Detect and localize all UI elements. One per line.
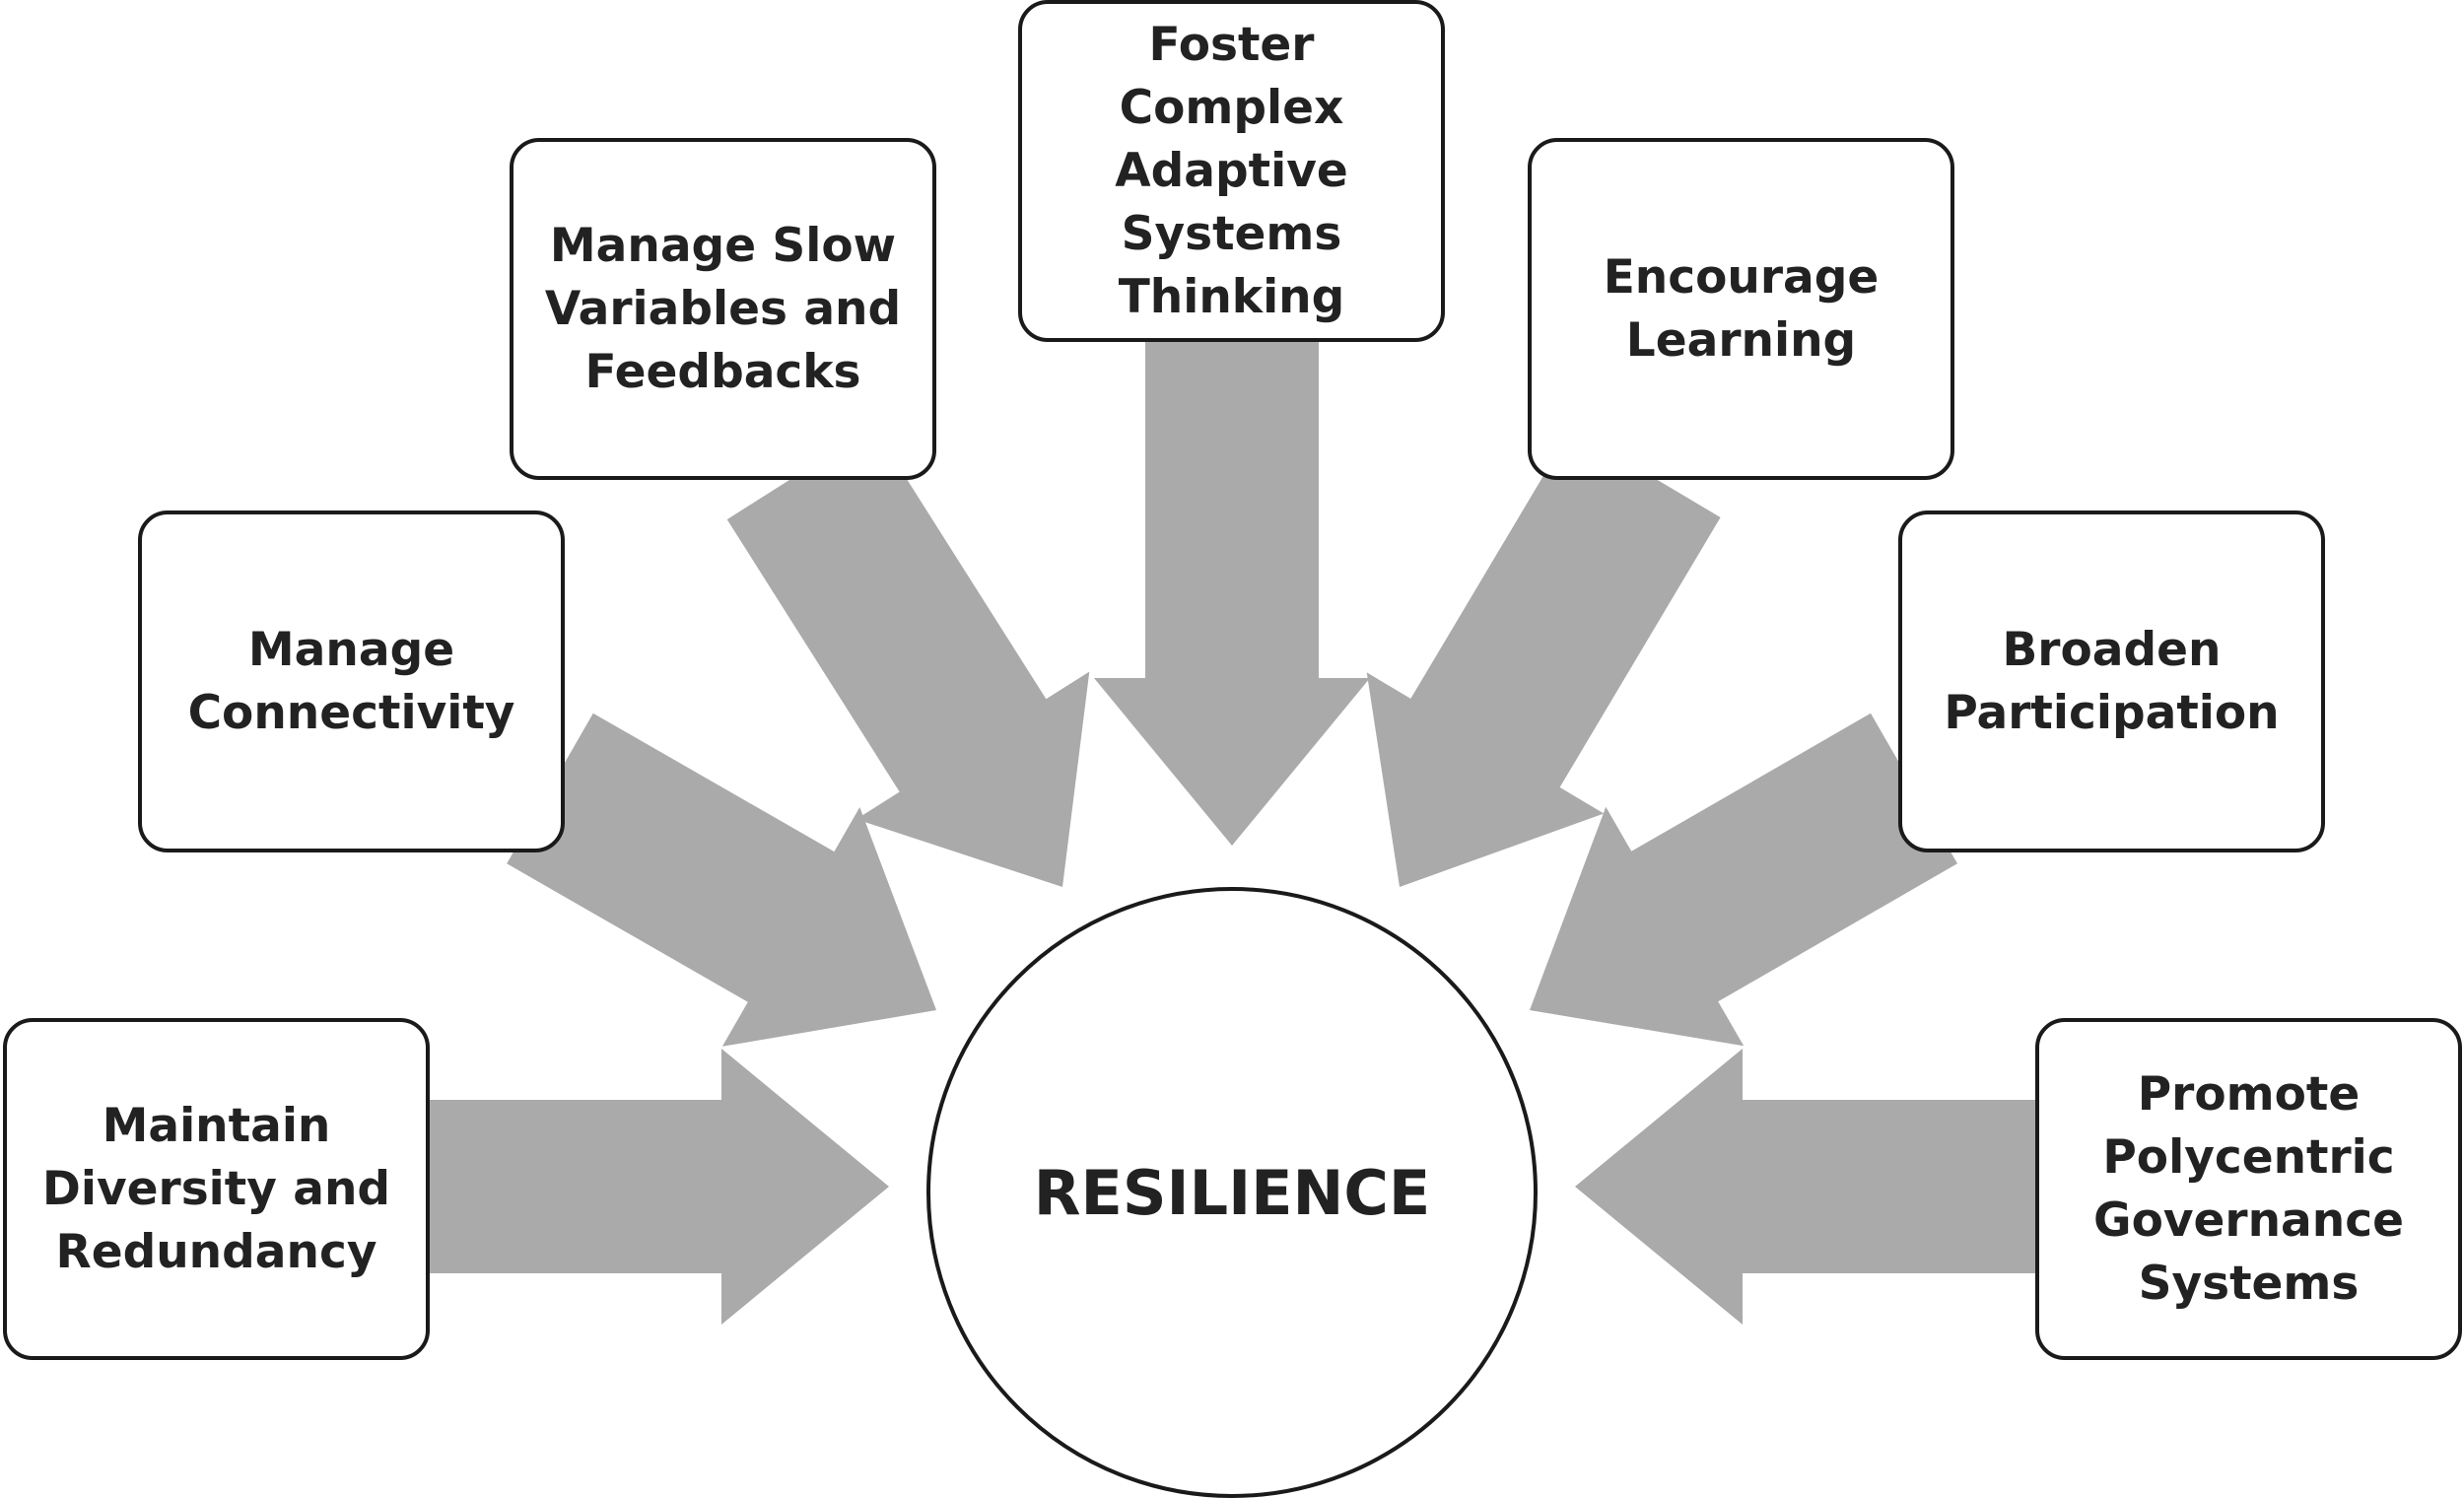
resilience-label: RESILIENCE — [1033, 1156, 1431, 1229]
arrow-from-participation — [1530, 713, 1957, 1047]
node-maintain-diversity-label: Maintain Diversity and Redundancy — [41, 1098, 391, 1279]
arrow-from-complex-adaptive — [1094, 342, 1370, 846]
arrow-from-learning — [1366, 429, 1721, 887]
node-encourage-learning: Encourage Learning — [1528, 138, 1954, 480]
arrow-from-diversity — [430, 1049, 889, 1325]
node-broaden-participation: Broaden Participation — [1898, 511, 2325, 852]
arrow-from-slow-variables — [726, 426, 1090, 887]
node-broaden-participation-label: Broaden Participation — [1944, 622, 2280, 740]
node-manage-connectivity-label: Manage Connectivity — [187, 622, 515, 740]
node-manage-connectivity: Manage Connectivity — [138, 511, 565, 852]
node-foster-complex-adaptive: Foster Complex Adaptive Systems Thinking — [1018, 0, 1445, 342]
arrow-from-polycentric — [1575, 1049, 2035, 1325]
node-manage-slow-variables: Manage Slow Variables and Feedbacks — [510, 138, 936, 480]
node-promote-polycentric: Promote Polycentric Governance Systems — [2035, 1018, 2462, 1360]
node-foster-complex-adaptive-label: Foster Complex Adaptive Systems Thinking — [1115, 17, 1348, 324]
arrow-from-connectivity — [507, 713, 936, 1047]
resilience-circle: RESILIENCE — [926, 887, 1538, 1498]
node-manage-slow-variables-label: Manage Slow Variables and Feedbacks — [544, 218, 902, 399]
node-maintain-diversity: Maintain Diversity and Redundancy — [3, 1018, 430, 1360]
node-encourage-learning-label: Encourage Learning — [1603, 249, 1880, 368]
node-promote-polycentric-label: Promote Polycentric Governance Systems — [2093, 1066, 2404, 1311]
